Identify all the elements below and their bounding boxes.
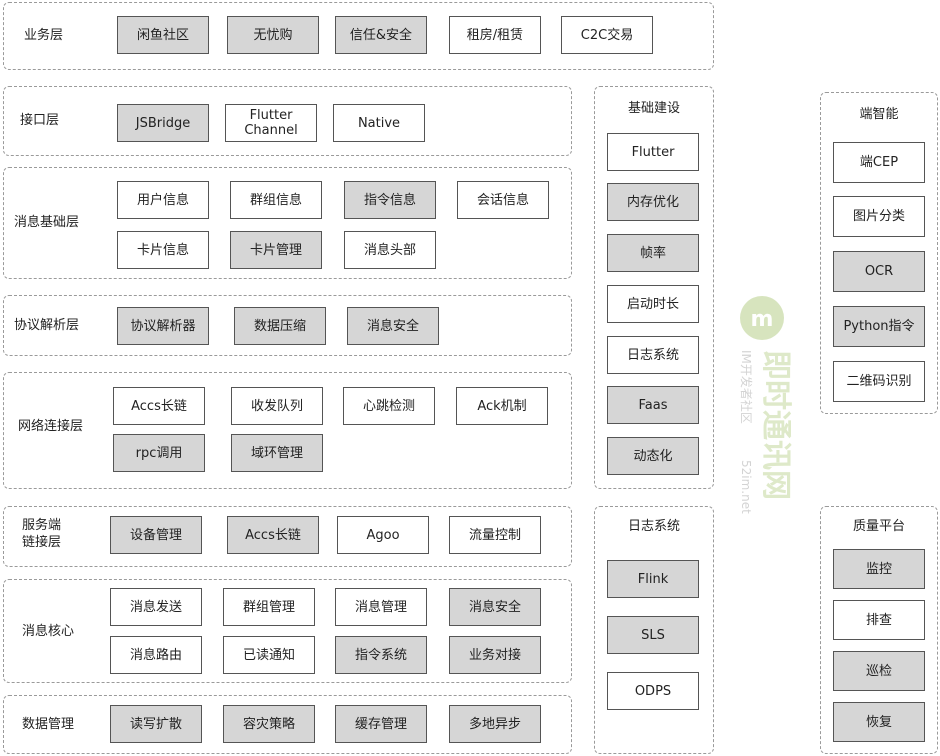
watermark-url-text: 52im.net [739,460,753,514]
box-msg-base-2: 指令信息 [344,181,436,219]
box-msg-core-6: 指令系统 [335,636,427,674]
box-business-0: 闲鱼社区 [117,16,209,54]
box-server-link-0: 设备管理 [110,516,202,554]
box-data-mgmt-3: 多地异步 [449,705,541,743]
box-data-mgmt-0: 读写扩散 [110,705,202,743]
watermark-logo: m 即时通讯网 IM开发者社区 52im.net [739,296,792,514]
box-edge-ai-2: OCR [833,251,925,292]
box-edge-ai-4: 二维码识别 [833,361,925,402]
box-quality-2: 巡检 [833,651,925,691]
layer-label-msg-base: 消息基础层 [14,215,80,230]
box-interface-0: JSBridge [117,104,209,142]
box-server-link-3: 流量控制 [449,516,541,554]
box-interface-1: Flutter Channel [225,104,317,142]
box-infra-2: 帧率 [607,234,699,272]
box-msg-core-0: 消息发送 [110,588,202,626]
layer-label-protocol: 协议解析层 [14,318,80,333]
box-network-1: 收发队列 [231,387,323,425]
box-log-sys-2: ODPS [607,672,699,710]
layer-label-data-mgmt: 数据管理 [22,717,75,732]
box-msg-core-4: 消息路由 [110,636,202,674]
box-protocol-2: 消息安全 [347,307,439,345]
box-infra-6: 动态化 [607,437,699,475]
box-infra-3: 启动时长 [607,285,699,323]
box-data-mgmt-1: 容灾策略 [223,705,315,743]
box-protocol-1: 数据压缩 [234,307,326,345]
box-quality-3: 恢复 [833,702,925,742]
box-server-link-2: Agoo [337,516,429,554]
box-msg-base-6: 消息头部 [344,231,436,269]
box-network-5: 域环管理 [231,434,323,472]
box-msg-core-7: 业务对接 [449,636,541,674]
box-network-0: Accs长链 [113,387,205,425]
box-protocol-0: 协议解析器 [117,307,209,345]
box-infra-4: 日志系统 [607,336,699,374]
box-infra-0: Flutter [607,133,699,171]
watermark-main-text: 即时通讯网 [758,350,792,500]
column-title-log-sys: 日志系统 [627,519,680,534]
column-title-quality: 质量平台 [852,519,905,534]
layer-label-business: 业务层 [24,28,64,43]
box-network-3: Ack机制 [456,387,548,425]
box-msg-core-3: 消息安全 [449,588,541,626]
box-network-4: rpc调用 [113,434,205,472]
box-quality-1: 排查 [833,600,925,640]
layer-label-network: 网络连接层 [18,419,84,434]
box-network-2: 心跳检测 [343,387,435,425]
layer-label-msg-core: 消息核心 [22,624,75,639]
box-msg-core-2: 消息管理 [335,588,427,626]
box-interface-2: Native [333,104,425,142]
box-msg-base-0: 用户信息 [117,181,209,219]
box-business-1: 无忧购 [227,16,319,54]
layer-label-server-link: 服务端 链接层 [22,518,62,550]
box-msg-base-4: 卡片信息 [117,231,209,269]
box-msg-base-3: 会话信息 [457,181,549,219]
box-log-sys-1: SLS [607,616,699,654]
column-title-infra: 基础建设 [627,101,680,116]
layer-label-interface: 接口层 [20,113,60,128]
box-business-4: C2C交易 [561,16,653,54]
box-log-sys-0: Flink [607,560,699,598]
watermark-sub-text: IM开发者社区 [739,350,754,424]
box-infra-5: Faas [607,386,699,424]
box-msg-base-1: 群组信息 [230,181,322,219]
box-server-link-1: Accs长链 [227,516,319,554]
column-title-edge-ai: 端智能 [859,107,899,122]
box-edge-ai-1: 图片分类 [833,196,925,237]
box-msg-base-5: 卡片管理 [230,231,322,269]
box-infra-1: 内存优化 [607,183,699,221]
svg-text:m: m [751,307,774,332]
box-business-3: 租房/租赁 [449,16,541,54]
box-business-2: 信任&安全 [335,16,427,54]
box-msg-core-5: 已读通知 [223,636,315,674]
box-data-mgmt-2: 缓存管理 [335,705,427,743]
box-edge-ai-3: Python指令 [833,306,925,347]
box-msg-core-1: 群组管理 [223,588,315,626]
box-edge-ai-0: 端CEP [833,142,925,183]
box-quality-0: 监控 [833,549,925,589]
